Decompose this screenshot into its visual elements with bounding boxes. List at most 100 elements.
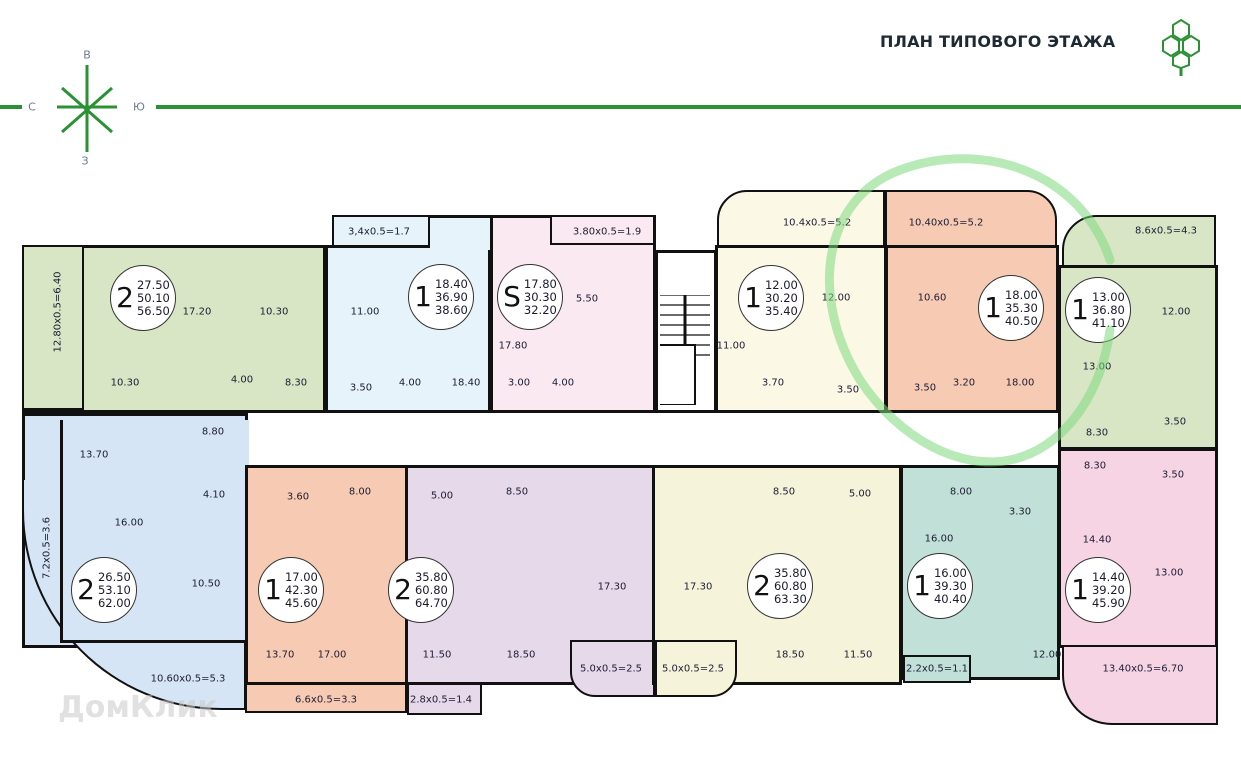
total-area: 50.10 xyxy=(136,290,170,305)
balcony xyxy=(22,245,84,410)
balcony-area: 8.6x0.5=4.3 xyxy=(1134,225,1198,237)
balcony-area: 13.40x0.5=6.70 xyxy=(1102,663,1184,675)
room-area: 10.50 xyxy=(191,578,221,590)
living-area: 18.40 xyxy=(434,276,468,291)
room-area: 16.00 xyxy=(114,517,144,529)
room-area: 10.60 xyxy=(917,292,947,304)
room-area: 10.30 xyxy=(259,306,289,318)
room-area: 18.00 xyxy=(1005,377,1035,389)
balcony-area: 5.0x0.5=2.5 xyxy=(661,663,725,675)
room-count: 1 xyxy=(913,569,931,602)
total-area-with-balcony: 38.60 xyxy=(434,302,468,317)
room-area: 16.00 xyxy=(924,533,954,545)
room-area: 3.50 xyxy=(1163,416,1187,428)
total-area: 39.20 xyxy=(1091,582,1125,597)
living-area: 26.50 xyxy=(97,569,131,584)
page-title: ПЛАН ТИПОВОГО ЭТАЖА xyxy=(880,32,1116,51)
total-area-with-balcony: 40.40 xyxy=(933,591,967,606)
compass-east: В xyxy=(83,48,91,62)
stairs-icon xyxy=(660,295,710,405)
total-area-with-balcony: 41.10 xyxy=(1091,315,1125,330)
room-area: 3.20 xyxy=(952,377,976,389)
room-area: 5.00 xyxy=(430,490,454,502)
room-area: 3.50 xyxy=(836,384,860,396)
total-area: 53.10 xyxy=(97,582,131,597)
room-area: 4.00 xyxy=(551,377,575,389)
total-area-with-balcony: 45.90 xyxy=(1091,595,1125,610)
room-area: 18.40 xyxy=(451,377,481,389)
living-area: 35.80 xyxy=(414,569,448,584)
logo-icon xyxy=(1162,18,1200,76)
living-area: 13.00 xyxy=(1091,289,1125,304)
total-area-with-balcony: 45.60 xyxy=(284,595,318,610)
room-area: 17.20 xyxy=(182,306,212,318)
balcony xyxy=(245,683,407,713)
room-area: 11.50 xyxy=(843,649,873,661)
total-area: 60.80 xyxy=(414,582,448,597)
balcony xyxy=(550,215,655,245)
room-area: 14.40 xyxy=(1082,534,1112,546)
divider-line xyxy=(156,105,1241,109)
room-count: 1 xyxy=(1071,573,1089,606)
balcony-area: 10.40x0.5=5.2 xyxy=(908,217,984,229)
room-area: 3.30 xyxy=(1008,506,1032,518)
balcony xyxy=(903,655,971,683)
total-area-with-balcony: 56.50 xyxy=(136,303,170,318)
compass-north: С xyxy=(28,100,36,114)
compass-west: З xyxy=(81,154,89,168)
room-area: 11.00 xyxy=(350,306,380,318)
room-area: 13.00 xyxy=(1082,361,1112,373)
room-area: 13.70 xyxy=(265,649,295,661)
room-count: 2 xyxy=(116,281,134,314)
balcony-area: 3.80x0.5=1.9 xyxy=(572,226,642,238)
total-area: 36.80 xyxy=(1091,302,1125,317)
room-area: 8.00 xyxy=(348,486,372,498)
room-area: 8.30 xyxy=(1083,460,1107,472)
room-area: 8.50 xyxy=(505,486,529,498)
balcony xyxy=(332,215,430,247)
room-area: 8.00 xyxy=(949,486,973,498)
room-count: 1 xyxy=(264,573,282,606)
room-area: 12.00 xyxy=(821,292,851,304)
balcony-area: 10.60x0.5=5.3 xyxy=(150,673,226,685)
room-count: 2 xyxy=(394,573,412,606)
room-area: 4.00 xyxy=(230,374,254,386)
room-area: 17.30 xyxy=(683,581,713,593)
room-area: 3.70 xyxy=(761,377,785,389)
room-area: 17.30 xyxy=(597,581,627,593)
living-area: 12.00 xyxy=(764,277,798,292)
living-area: 27.50 xyxy=(136,277,170,292)
room-area: 8.80 xyxy=(201,426,225,438)
total-area: 30.20 xyxy=(764,290,798,305)
room-area: 18.50 xyxy=(506,649,536,661)
total-area-with-balcony: 64.70 xyxy=(414,595,448,610)
compass-icon xyxy=(57,65,117,152)
room-count: S xyxy=(503,280,521,313)
room-count: 2 xyxy=(77,573,95,606)
total-area-with-balcony: 62.00 xyxy=(97,595,131,610)
balcony xyxy=(407,683,482,715)
balcony xyxy=(1062,645,1218,725)
apartment-4[interactable] xyxy=(715,245,887,413)
total-area: 42.30 xyxy=(284,582,318,597)
room-area: 10.30 xyxy=(110,377,140,389)
room-area: 3.50 xyxy=(913,382,937,394)
room-area: 3.50 xyxy=(349,382,373,394)
living-area: 14.40 xyxy=(1091,569,1125,584)
room-area: 5.00 xyxy=(848,488,872,500)
room-area: 18.50 xyxy=(775,649,805,661)
room-area: 13.00 xyxy=(1154,567,1184,579)
room-count: 1 xyxy=(984,291,1002,324)
